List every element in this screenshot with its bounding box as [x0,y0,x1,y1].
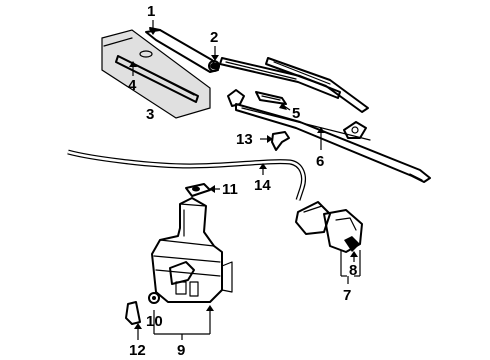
reservoir-cap [185,183,211,197]
callout-1: 1 [147,3,155,20]
callout-labels: 1 2 3 4 5 6 7 8 9 10 11 12 13 14 [128,3,357,359]
washer-reservoir [151,197,233,303]
callout-11: 11 [222,181,238,198]
callout-3: 3 [146,106,154,123]
washer-hose [67,149,306,201]
wiper-motor [295,201,363,253]
callout-13: 13 [236,131,253,148]
grommet [148,292,160,304]
reservoir-bracket [125,301,141,325]
pivot-bracket [255,91,287,105]
callout-10: 10 [146,313,163,330]
callout-5: 5 [292,105,300,122]
linkage-clip [271,131,290,151]
callout-14: 14 [254,177,271,194]
callout-6: 6 [316,153,324,170]
callout-2: 2 [210,29,218,46]
callout-7: 7 [343,287,351,304]
wiper-arm-right [219,57,369,113]
callout-8: 8 [349,262,357,279]
pivot-nut [210,62,220,70]
callout-4: 4 [128,77,137,94]
wiper-linkage [227,89,431,183]
callout-9: 9 [177,342,185,359]
leader-lines [129,20,361,340]
callout-12: 12 [129,342,146,359]
